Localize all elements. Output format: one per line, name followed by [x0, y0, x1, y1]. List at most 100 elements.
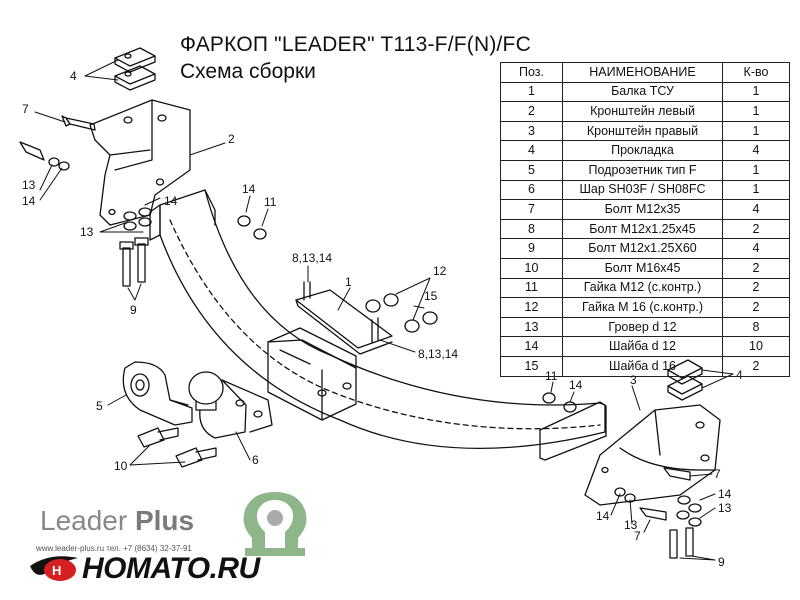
- cell-name: Подрозетник тип F: [562, 159, 723, 181]
- cell-name: Шайба d 12: [562, 336, 723, 357]
- callout-13: 13: [22, 178, 36, 192]
- cell-quantity: 10: [722, 336, 790, 357]
- cell-name: Гровер d 12: [562, 316, 723, 338]
- cell-position: 1: [500, 81, 563, 103]
- callout-7: 7: [714, 467, 721, 481]
- part-5-socket-plate: [122, 361, 193, 426]
- contacts-line: www.leader-plus.ru тел. +7 (8634) 32-37-…: [36, 544, 192, 553]
- cell-quantity: 1: [722, 159, 790, 181]
- col-name: НАИМЕНОВАНИЕ: [562, 62, 723, 83]
- callout-14: 14: [569, 378, 583, 392]
- callout-10: 10: [114, 459, 128, 473]
- cell-quantity: 4: [722, 238, 790, 259]
- cell-quantity: 1: [722, 179, 790, 201]
- callout-12: 12: [433, 264, 447, 278]
- cell-position: 13: [500, 316, 563, 338]
- cell-quantity: 1: [722, 120, 790, 142]
- cell-name: Шар SH03F / SH08FC: [562, 179, 723, 201]
- cell-name: Болт М16х45: [562, 257, 723, 279]
- cell-name: Прокладка: [562, 140, 723, 161]
- callout-6: 6: [252, 453, 259, 467]
- cell-quantity: 4: [722, 199, 790, 220]
- cell-name: Кронштейн правый: [562, 120, 723, 142]
- callout-11: 11: [264, 195, 277, 209]
- callout-labels: 4 7 2 13 14 14 13 14 11 9 8,13,14 1 12 1…: [22, 69, 743, 569]
- cell-quantity: 1: [722, 81, 790, 103]
- cell-position: 10: [500, 257, 563, 279]
- parts-table-header: Поз. НАИМЕНОВАНИЕ К-во: [500, 62, 790, 83]
- leader-plus-logo: Leader Plus: [40, 505, 194, 537]
- callout-14: 14: [718, 487, 732, 501]
- cell-position: 2: [500, 101, 563, 122]
- callout-4: 4: [70, 69, 77, 83]
- col-position: Поз.: [500, 62, 563, 83]
- callout-14: 14: [22, 194, 36, 208]
- ball-mount-box: [267, 327, 357, 421]
- cell-position: 14: [500, 336, 563, 357]
- part-4-spacers-left: [114, 47, 156, 91]
- cell-position: 3: [500, 120, 563, 142]
- callout-1: 1: [345, 275, 352, 289]
- cell-quantity: 1: [722, 101, 790, 122]
- cell-position: 4: [500, 140, 563, 161]
- svg-text:H: H: [52, 563, 61, 578]
- col-quantity: К-во: [722, 62, 790, 83]
- cell-name: Болт М12х1.25х45: [562, 218, 723, 240]
- cell-position: 8: [500, 218, 563, 240]
- cell-name: Шайба d 16: [562, 355, 723, 377]
- cell-name: Кронштейн левый: [562, 101, 723, 122]
- cell-position: 5: [500, 159, 563, 181]
- homato-logo: HOMATO.RU: [82, 552, 260, 585]
- callout-14: 14: [242, 182, 256, 196]
- logo-word-leader: Leader: [40, 505, 128, 536]
- part-3-right-bracket: [584, 404, 721, 506]
- callout-13: 13: [624, 518, 638, 532]
- callout-13: 13: [80, 225, 94, 239]
- leader-plus-logo-mark: [243, 492, 307, 556]
- callout-8-13-14: 8,13,14: [418, 347, 458, 361]
- callout-14: 14: [164, 194, 178, 208]
- drawing-title: ФАРКОП "LEADER" T113-F/F(N)/FC: [180, 33, 531, 56]
- cell-position: 11: [500, 277, 563, 299]
- cell-name: Балка ТСУ: [562, 81, 723, 103]
- cell-name: Гайка М12 (с.контр.): [562, 277, 723, 299]
- cell-position: 7: [500, 199, 563, 220]
- cell-quantity: 2: [722, 277, 790, 299]
- logo-word-plus: Plus: [134, 505, 195, 536]
- callout-8-13-14: 8,13,14: [292, 251, 332, 265]
- cell-position: 12: [500, 297, 563, 318]
- callout-9: 9: [130, 303, 137, 317]
- part-6-tow-ball: [188, 371, 273, 439]
- callout-3: 3: [630, 373, 637, 387]
- cell-position: 9: [500, 238, 563, 259]
- callout-14: 14: [596, 509, 610, 523]
- cell-quantity: 4: [722, 140, 790, 161]
- callout-5: 5: [96, 399, 103, 413]
- part-1-beam: [149, 189, 607, 461]
- cell-name: Болт М12х35: [562, 199, 723, 220]
- cell-quantity: 2: [722, 257, 790, 279]
- cell-name: Гайка М 16 (с.контр.): [562, 297, 723, 318]
- cell-quantity: 2: [722, 297, 790, 318]
- cell-quantity: 2: [722, 218, 790, 240]
- callout-13: 13: [718, 501, 732, 515]
- callout-15: 15: [424, 289, 438, 303]
- cell-position: 15: [500, 355, 563, 377]
